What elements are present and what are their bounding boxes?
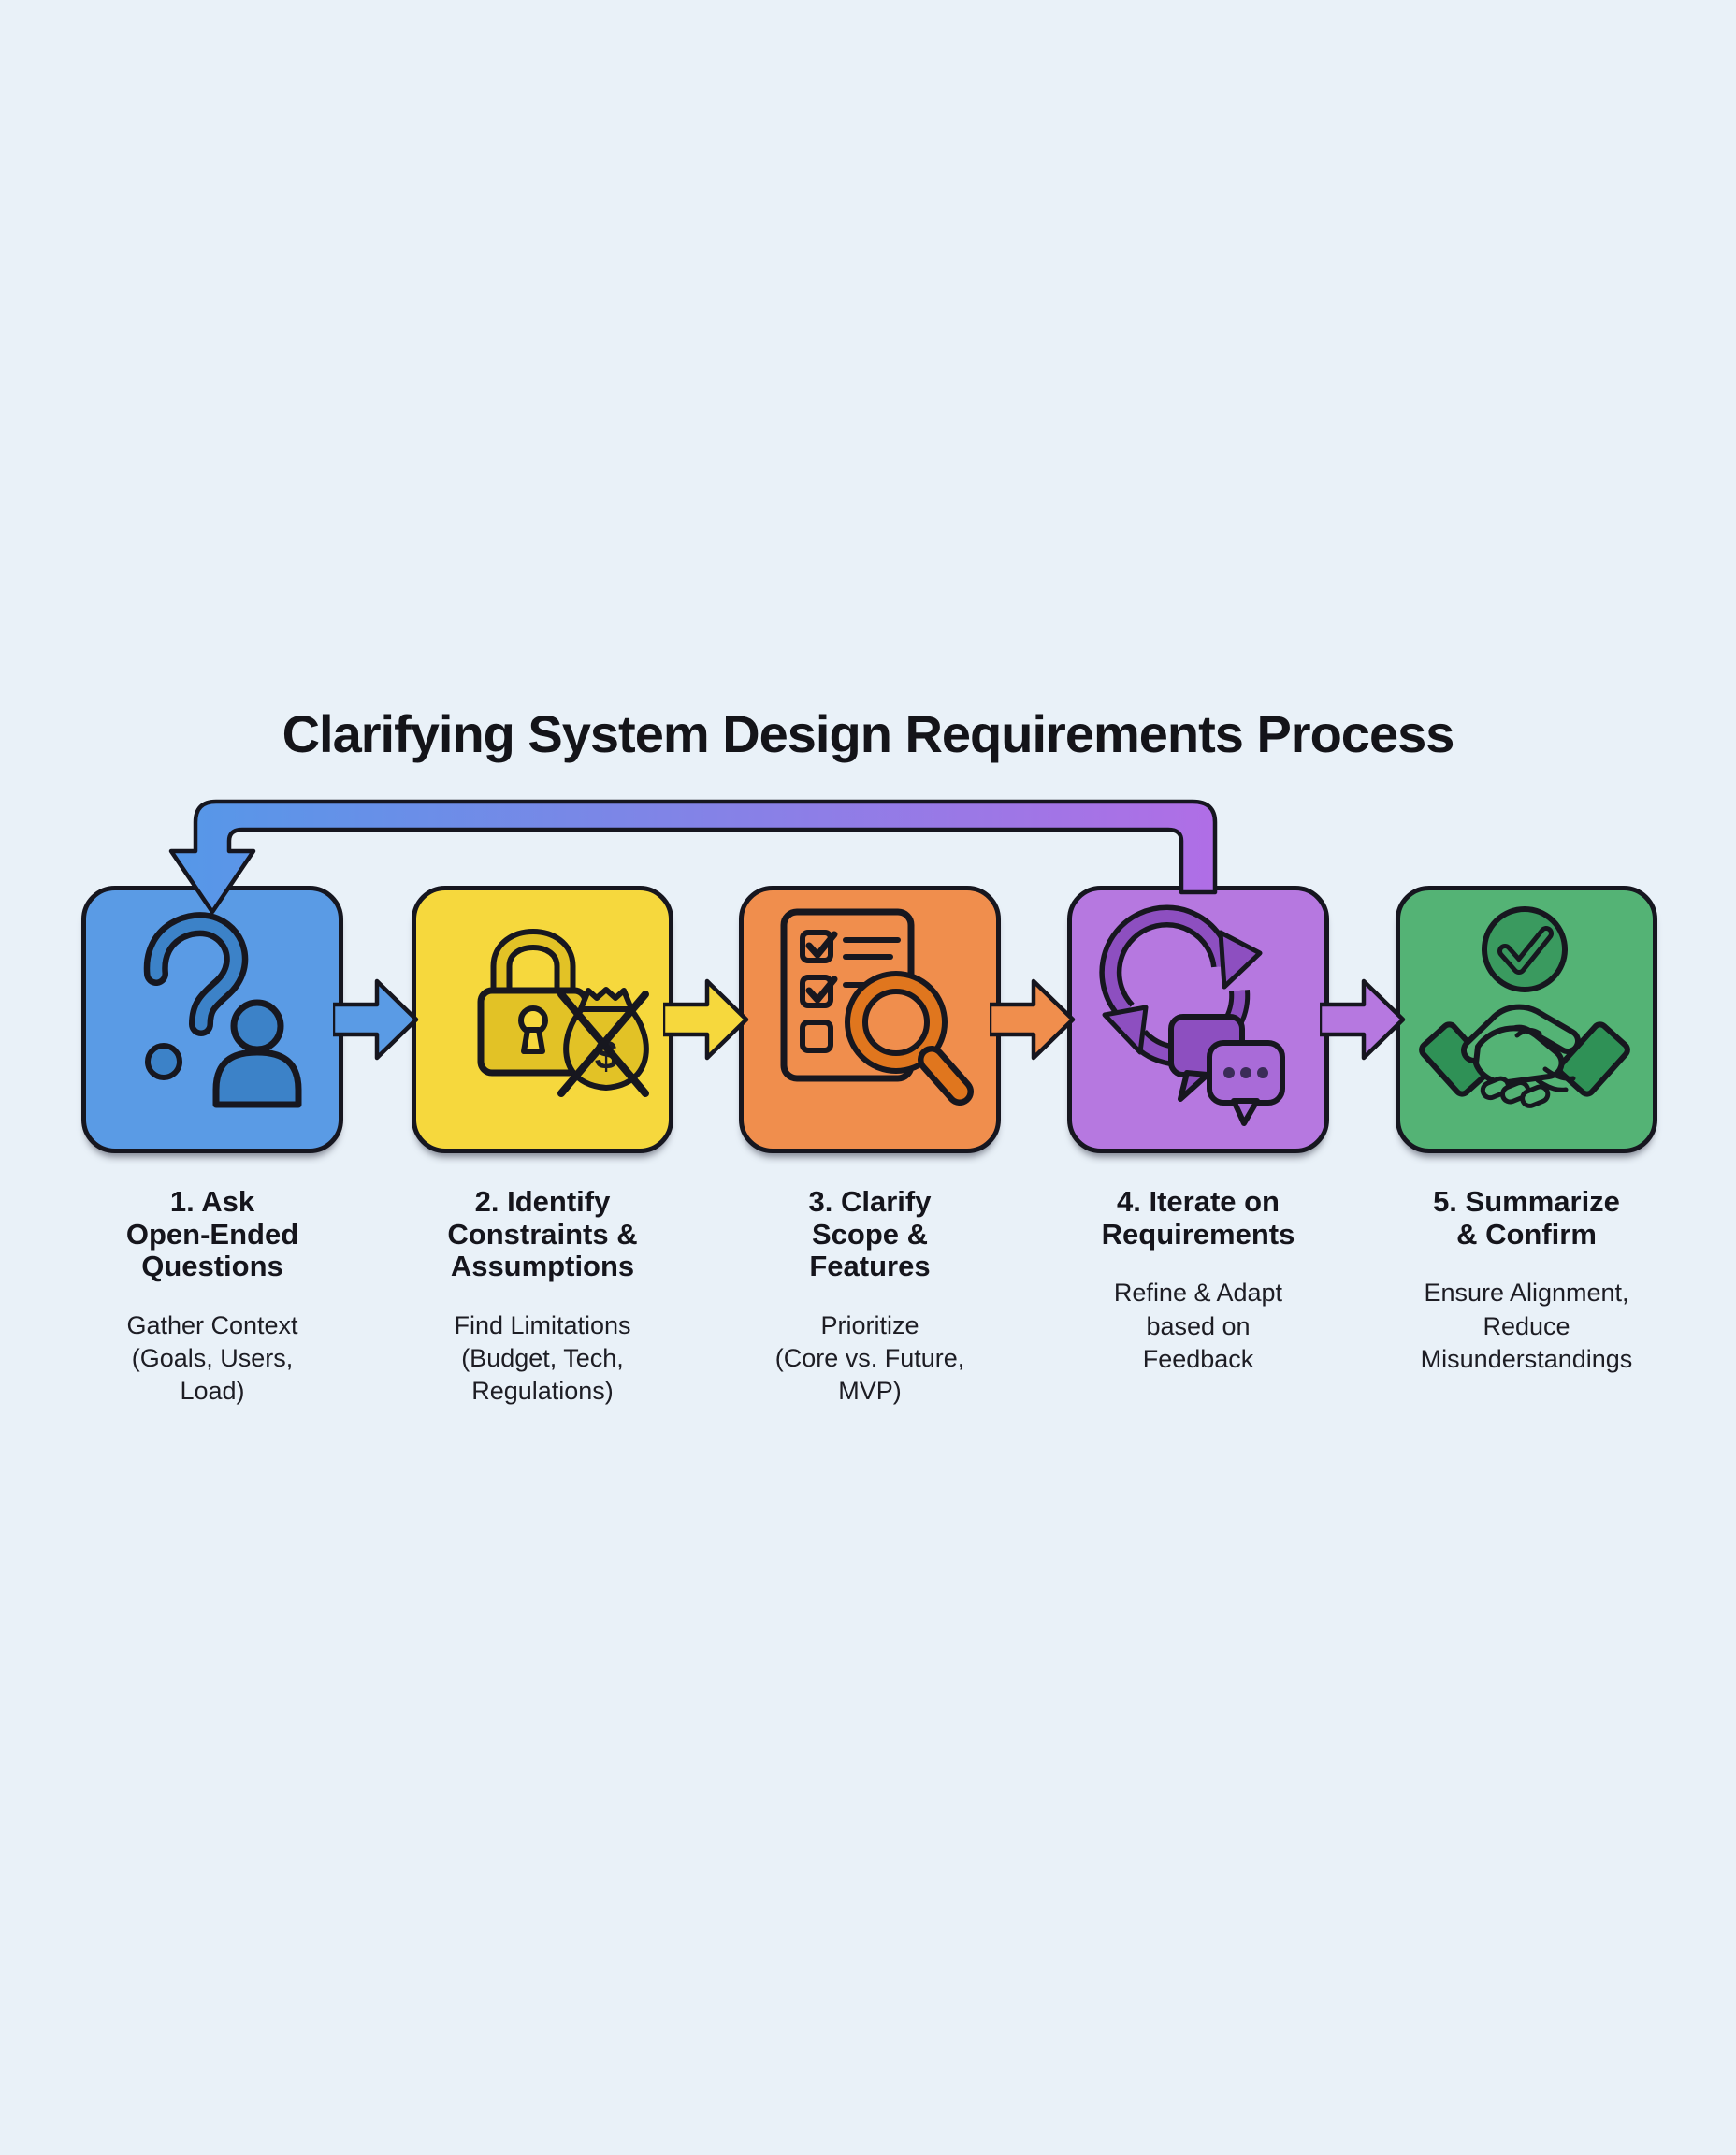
padlock-icon [477, 929, 589, 1077]
handshake-icon [1419, 1004, 1630, 1108]
step-4-label: 4. Iterate on Requirements Refine & Adap… [1039, 1185, 1357, 1376]
step-5-heading: 5. Summarize & Confirm [1433, 1185, 1620, 1251]
step-4-heading: 4. Iterate on Requirements [1101, 1185, 1295, 1251]
step-1-subtext: Gather Context (Goals, Users, Load) [126, 1311, 298, 1406]
step-5-box [1396, 886, 1657, 1153]
step-1-box [81, 886, 343, 1153]
step-3-box [739, 886, 1001, 1153]
question-user-icon-group [143, 912, 302, 1108]
check-circle-icon [1482, 906, 1568, 992]
page-title: Clarifying System Design Requirements Pr… [282, 704, 1455, 763]
step-2-heading: 2. Identify Constraints & Assumptions [447, 1185, 638, 1283]
confirm-icon-group [1419, 906, 1630, 1108]
user-icon [212, 999, 302, 1108]
arrow-step1-to-step2 [333, 978, 419, 1061]
step-4-box [1067, 886, 1329, 1153]
chat-bubbles-icon [1168, 1014, 1285, 1126]
scope-icon-group [780, 908, 974, 1106]
step-2-label: 2. Identify Constraints & Assumptions Fi… [383, 1185, 702, 1408]
step-5-subtext: Ensure Alignment, Reduce Misunderstandin… [1420, 1279, 1633, 1373]
step-2-subtext: Find Limitations (Budget, Tech, Regulati… [454, 1311, 631, 1406]
constraints-icon-group: $ [477, 929, 649, 1097]
step-3-label: 3. Clarify Scope & Features Prioritize (… [711, 1185, 1029, 1408]
step-2-box: $ [412, 886, 673, 1153]
no-money-bag-icon: $ [557, 987, 649, 1097]
question-mark-icon [143, 912, 249, 1080]
step-3-heading: 3. Clarify Scope & Features [808, 1185, 932, 1283]
step-1-heading: 1. Ask Open-Ended Questions [125, 1185, 299, 1283]
step-5-label: 5. Summarize & Confirm Ensure Alignment,… [1367, 1185, 1685, 1376]
step-3-subtext: Prioritize (Core vs. Future, MVP) [774, 1311, 965, 1406]
magnifier-icon [845, 971, 974, 1106]
arrow-step2-to-step3 [663, 978, 749, 1061]
arrow-step4-to-step5 [1320, 978, 1406, 1061]
step-1-label: 1. Ask Open-Ended Questions Gather Conte… [53, 1185, 371, 1408]
step-4-subtext: Refine & Adapt based on Feedback [1113, 1279, 1283, 1373]
arrow-step3-to-step4 [990, 978, 1076, 1061]
iterate-icon-group [1099, 904, 1285, 1126]
